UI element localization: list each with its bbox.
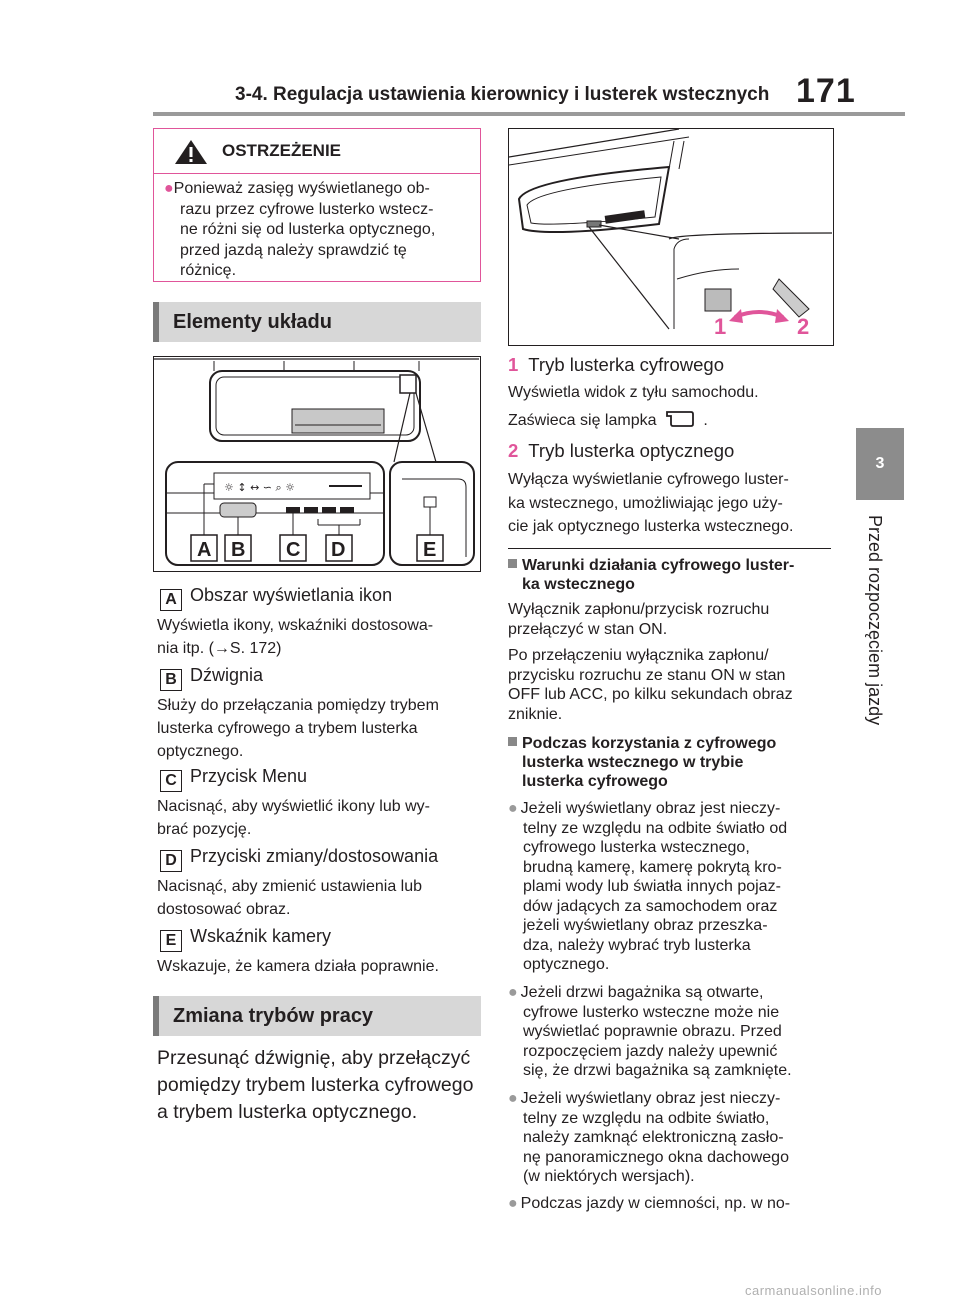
conditions-text-2: Po przełączeniu wyłącznika zapłonu/przyc… [508,647,793,723]
digital-mirror-lamp-icon [666,411,694,427]
label-c: C [286,539,300,561]
square-bullet-icon [508,559,517,568]
item-c-desc: Nacisnąć, aby wyświetlić ikony lub wy-br… [157,798,430,838]
bullet-icon: ● [508,1195,518,1212]
label-a: A [197,539,211,561]
usage-bullet-4: ●Podczas jazdy w ciemności, np. w no- [508,1195,791,1212]
item-a-desc: Wyświetla ikony, wskaźniki dostosowa-nia… [157,617,434,657]
svg-text:☼ ↕ ↔ ∽ ⌕ ☼: ☼ ↕ ↔ ∽ ⌕ ☼ [224,481,295,494]
mirror-mode-lever-figure: 1 2 [508,128,834,346]
usage-heading: Podczas korzystania z cyfrowego lusterka… [508,734,834,791]
page-number: 171 [796,72,856,110]
warning-text: ●Ponieważ zasięg wyświetlanego ob- razu … [164,180,436,279]
label-e: E [423,539,436,561]
section-heading-mode-change: Zmiana trybów pracy [153,996,481,1036]
item-e-desc: Wskazuje, że kamera działa poprawnie. [157,958,439,975]
bullet-icon: ● [164,180,174,197]
lever-diagram: 1 2 [508,128,833,339]
square-bullet-icon [508,737,517,746]
usage-bullet-2: ●Jeżeli drzwi bagażnika są otwarte, cyfr… [508,984,792,1079]
chapter-label: Przed rozpoczęciem jazdy [865,515,885,726]
mode-2-desc: Wyłącza wyświetlanie cyfrowego luster-ka… [508,471,794,535]
section-title: 3-4. Regulacja ustawienia kierownicy i l… [235,84,770,105]
section-heading-components: Elementy układu [153,302,481,342]
watermark-site: carmanualsonline.info [745,1283,882,1298]
mode-label-1: 1 [714,314,726,339]
usage-bullet-3: ●Jeżeli wyświetlany obraz jest nieczy- t… [508,1090,789,1185]
usage-bullet-1: ●Jeżeli wyświetlany obraz jest nieczy- t… [508,800,788,973]
label-d: D [331,539,345,561]
mirror-components-figure: ☼ ↕ ↔ ∽ ⌕ ☼ A B C D E [153,356,481,572]
header-divider [153,112,905,116]
warning-box: OSTRZEŻENIE ●Ponieważ zasięg wyświetlane… [153,128,481,282]
bullet-icon: ● [508,800,518,817]
mode-1-desc: Wyświetla widok z tyłu samochodu. [508,384,759,401]
warning-header: OSTRZEŻENIE [154,129,480,174]
mode-1-lamp: Zaświeca się lampka . [508,411,708,429]
chapter-tab: 3 [856,428,904,500]
mode-label-2: 2 [797,314,809,339]
label-b: B [231,539,245,561]
mirror-diagram: ☼ ↕ ↔ ∽ ⌕ ☼ A B C D E [154,358,479,566]
subsection-divider [508,548,831,549]
bullet-icon: ● [508,984,518,1001]
warning-triangle-icon [175,140,207,164]
warning-title: OSTRZEŻENIE [222,141,342,160]
conditions-heading: Warunki działania cyfrowego luster- ka w… [508,556,834,594]
bullet-icon: ● [508,1090,518,1107]
